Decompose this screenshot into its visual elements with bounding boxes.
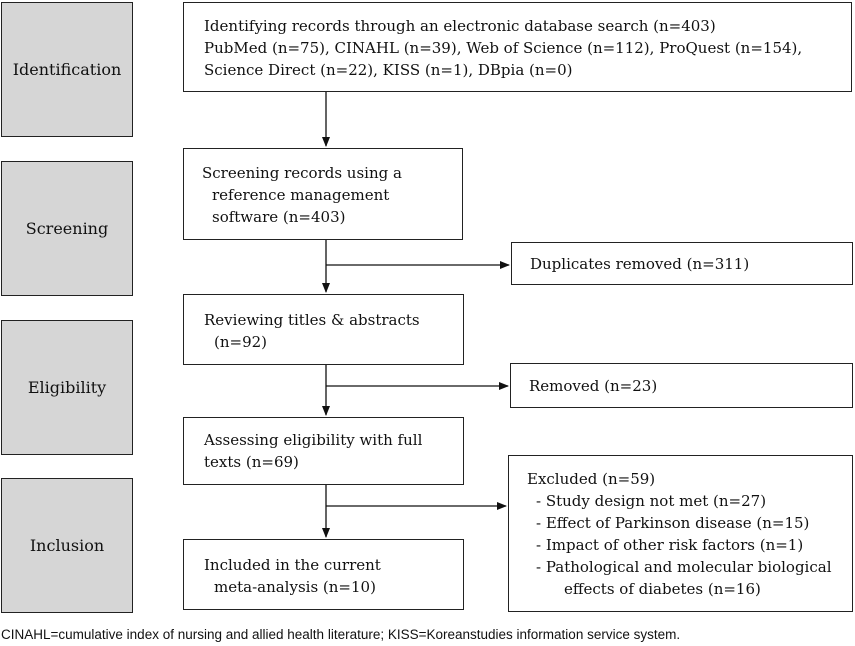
excluded-reason: effects of diabetes (n=16) xyxy=(564,580,761,598)
identification-sources: PubMed (n=75), CINAHL (n=39), Web of Sci… xyxy=(204,39,803,57)
identification-line: Identifying records through an electroni… xyxy=(204,17,716,35)
excluded-reason: - Impact of other risk factors (n=1) xyxy=(536,536,804,554)
identification-box: Identifying records through an electroni… xyxy=(183,2,852,92)
excluded-reason: - Pathological and molecular biological xyxy=(536,558,832,576)
duplicates-label: Duplicates removed (n=311) xyxy=(530,255,750,273)
screening-line: reference management xyxy=(212,186,390,204)
stage-label: Inclusion xyxy=(29,536,105,555)
stage-eligibility: Eligibility xyxy=(1,320,133,455)
assessment-box: Assessing eligibility with full texts (n… xyxy=(183,417,464,485)
assessment-line: texts (n=69) xyxy=(204,453,299,471)
stage-screening: Screening xyxy=(1,161,133,296)
included-line: Included in the current xyxy=(204,556,381,574)
included-line: meta-analysis (n=10) xyxy=(214,578,376,596)
excluded-box: Excluded (n=59) - Study design not met (… xyxy=(508,455,853,612)
identification-sources: Science Direct (n=22), KISS (n=1), DBpia… xyxy=(204,61,573,79)
removed-box: Removed (n=23) xyxy=(510,363,853,408)
footnote: CINAHL=cumulative index of nursing and a… xyxy=(1,627,681,642)
flow-arrows xyxy=(322,92,510,538)
stage-label: Identification xyxy=(12,60,122,79)
stage-inclusion: Inclusion xyxy=(1,478,133,613)
review-box: Reviewing titles & abstracts (n=92) xyxy=(183,294,464,365)
excluded-title: Excluded (n=59) xyxy=(527,470,656,488)
stage-label: Screening xyxy=(25,219,109,238)
assessment-line: Assessing eligibility with full xyxy=(204,431,423,449)
excluded-reason: - Effect of Parkinson disease (n=15) xyxy=(536,514,810,532)
excluded-reason: - Study design not met (n=27) xyxy=(536,492,767,510)
screening-line: Screening records using a xyxy=(202,164,402,182)
review-line: (n=92) xyxy=(214,333,268,351)
included-box: Included in the current meta-analysis (n… xyxy=(183,539,464,610)
prisma-flow-diagram: Identification Screening Eligibility Inc… xyxy=(1,2,853,613)
removed-label: Removed (n=23) xyxy=(529,377,658,395)
stage-identification: Identification xyxy=(1,2,133,137)
stage-label: Eligibility xyxy=(27,378,107,397)
screening-line: software (n=403) xyxy=(212,208,346,226)
review-line: Reviewing titles & abstracts xyxy=(204,311,420,329)
duplicates-box: Duplicates removed (n=311) xyxy=(511,242,853,285)
screening-box: Screening records using a reference mana… xyxy=(183,148,463,240)
